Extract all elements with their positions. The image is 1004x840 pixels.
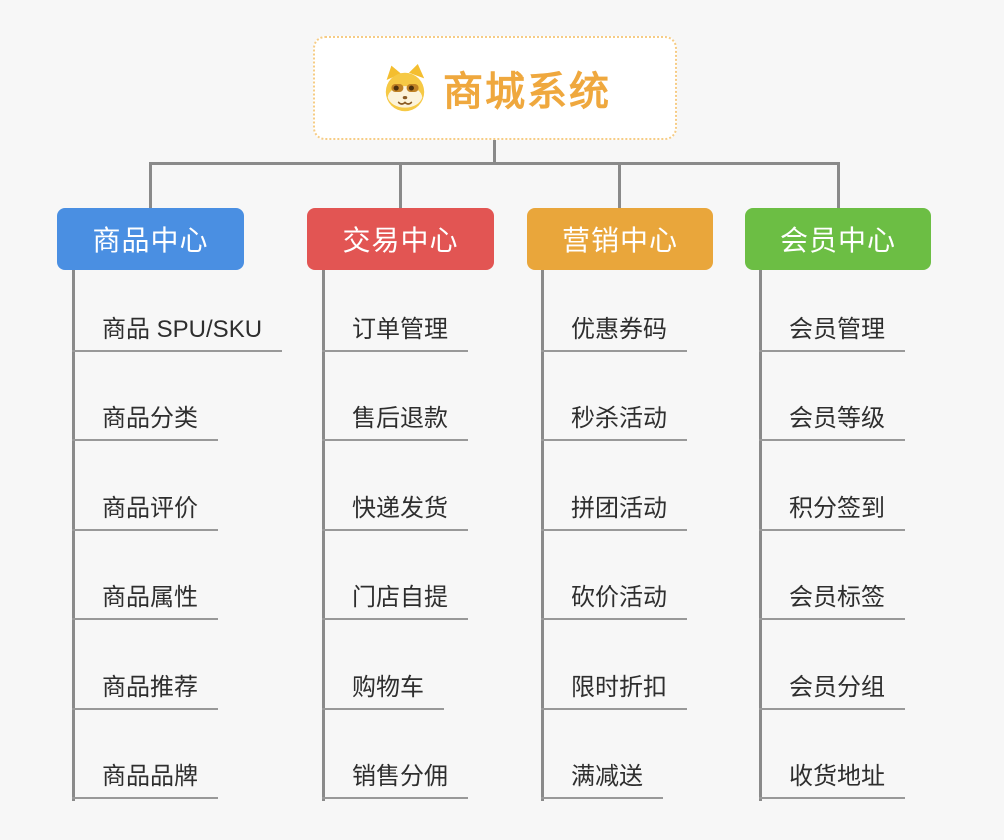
- leaf-node[interactable]: 限时折扣: [541, 673, 687, 710]
- leaf-node[interactable]: 收货地址: [759, 762, 905, 799]
- leaf-node[interactable]: 快递发货: [322, 494, 468, 531]
- root-title: 商城系统: [443, 70, 611, 114]
- branch-header-product[interactable]: 商品中心: [57, 208, 244, 270]
- root-node[interactable]: 商城系统: [313, 36, 677, 140]
- connector-line: [149, 162, 152, 208]
- leaf-node[interactable]: 优惠券码: [541, 315, 687, 352]
- leaf-node[interactable]: 积分签到: [759, 494, 905, 531]
- leaf-node[interactable]: 满减送: [541, 762, 663, 799]
- leaf-node[interactable]: 购物车: [322, 673, 444, 710]
- trunk-line: [759, 270, 762, 801]
- leaf-node[interactable]: 订单管理: [322, 315, 468, 352]
- trunk-line: [322, 270, 325, 801]
- leaf-node[interactable]: 售后退款: [322, 404, 468, 441]
- connector-line: [399, 162, 402, 208]
- leaf-node[interactable]: 门店自提: [322, 583, 468, 620]
- leaf-node[interactable]: 会员管理: [759, 315, 905, 352]
- leaf-node[interactable]: 拼团活动: [541, 494, 687, 531]
- leaf-node[interactable]: 会员标签: [759, 583, 905, 620]
- leaf-node[interactable]: 商品分类: [72, 404, 218, 441]
- connector-line: [618, 162, 621, 208]
- trunk-line: [541, 270, 544, 801]
- branch-header-trade[interactable]: 交易中心: [307, 208, 494, 270]
- trunk-line: [72, 270, 75, 801]
- leaf-node[interactable]: 商品属性: [72, 583, 218, 620]
- connector-line: [493, 140, 496, 164]
- leaf-node[interactable]: 会员分组: [759, 673, 905, 710]
- connector-line: [149, 162, 840, 165]
- shiba-dog-icon: [385, 64, 425, 112]
- branch-header-member[interactable]: 会员中心: [745, 208, 931, 270]
- leaf-node[interactable]: 商品推荐: [72, 673, 218, 710]
- leaf-node[interactable]: 商品 SPU/SKU: [72, 315, 283, 352]
- leaf-node[interactable]: 商品评价: [72, 494, 218, 531]
- leaf-node[interactable]: 秒杀活动: [541, 404, 687, 441]
- branch-header-marketing[interactable]: 营销中心: [527, 208, 713, 270]
- leaf-node[interactable]: 会员等级: [759, 404, 905, 441]
- leaf-node[interactable]: 砍价活动: [541, 583, 687, 620]
- leaf-node[interactable]: 销售分佣: [322, 762, 468, 799]
- leaf-node[interactable]: 商品品牌: [72, 762, 218, 799]
- connector-line: [837, 162, 840, 208]
